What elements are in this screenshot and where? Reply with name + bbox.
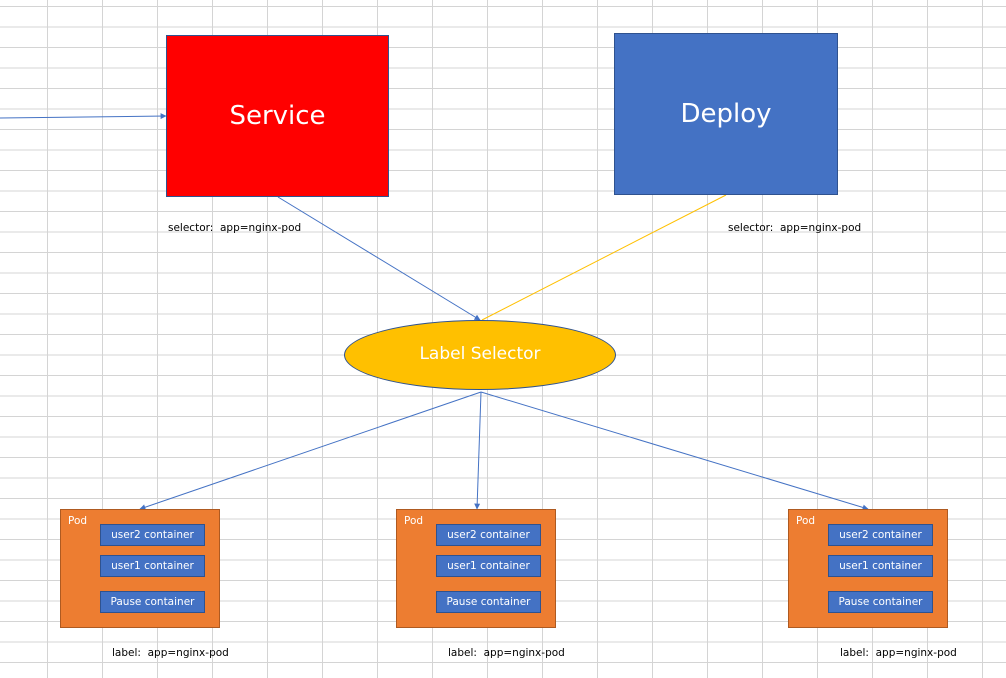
selector-to-pod-3-arrow xyxy=(480,391,869,511)
pod-title: Pod xyxy=(68,515,88,527)
pause-container[interactable]: Pause container xyxy=(828,591,933,613)
deploy-selector-note: selector: app=nginx-pod xyxy=(728,222,862,234)
service-selector-note: selector: app=nginx-pod xyxy=(168,222,302,234)
pod-title: Pod xyxy=(404,515,424,527)
user1-container[interactable]: user1 container xyxy=(436,555,541,577)
user1-container[interactable]: user1 container xyxy=(828,555,933,577)
service-to-selector-arrow xyxy=(277,196,481,321)
selector-to-pod-1-arrow xyxy=(139,391,482,511)
deploy-box[interactable]: Deploy xyxy=(614,33,838,195)
service-box[interactable]: Service xyxy=(166,35,389,197)
user2-container[interactable]: user2 container xyxy=(828,524,933,546)
label-selector-ellipse[interactable]: Label Selector xyxy=(344,320,616,390)
label-selector-label: Label Selector xyxy=(419,343,541,364)
pod-3[interactable]: Pod user2 container user1 container Paus… xyxy=(788,509,948,628)
user1-container[interactable]: user1 container xyxy=(100,555,205,577)
pod-2[interactable]: Pod user2 container user1 container Paus… xyxy=(396,509,556,628)
service-label: Service xyxy=(229,101,326,131)
user2-container[interactable]: user2 container xyxy=(436,524,541,546)
pod-title: Pod xyxy=(796,515,816,527)
pod-2-label-note: label: app=nginx-pod xyxy=(448,647,565,659)
pod-1-label-note: label: app=nginx-pod xyxy=(112,647,229,659)
deploy-label: Deploy xyxy=(680,99,772,129)
pod-3-label-note: label: app=nginx-pod xyxy=(840,647,957,659)
pause-container[interactable]: Pause container xyxy=(100,591,205,613)
selector-to-pod-2-arrow xyxy=(474,391,482,510)
pod-1[interactable]: Pod user2 container user1 container Paus… xyxy=(60,509,220,628)
incoming-traffic-arrow xyxy=(0,113,167,120)
user2-container[interactable]: user2 container xyxy=(100,524,205,546)
deploy-to-selector-line xyxy=(481,194,727,321)
pause-container[interactable]: Pause container xyxy=(436,591,541,613)
